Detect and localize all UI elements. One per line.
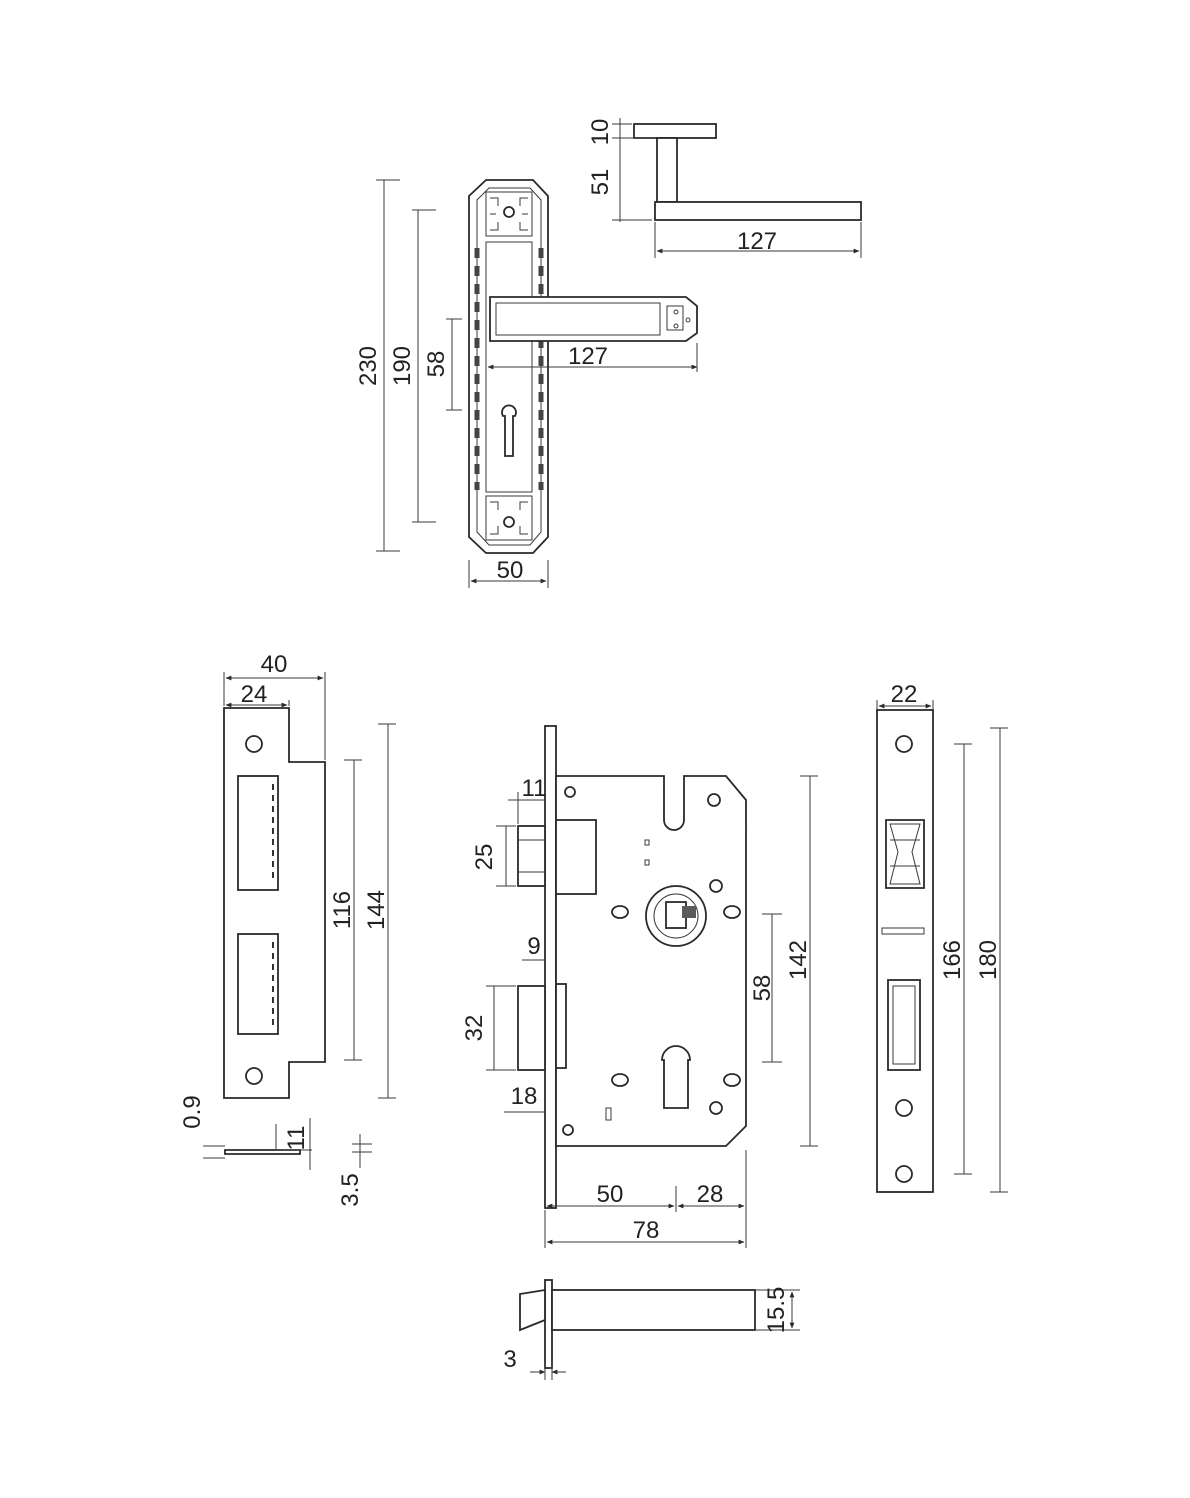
dim-strike-height: 144 bbox=[363, 890, 390, 930]
strike-plate bbox=[203, 672, 396, 1170]
dim-strike-inner: 24 bbox=[241, 681, 268, 708]
dim-latch-proj: 11 bbox=[522, 775, 547, 802]
dim-strike-offset: 3.5 bbox=[337, 1173, 364, 1206]
ornament-bottom bbox=[485, 495, 533, 541]
dim-centre-distance: 58 bbox=[749, 975, 776, 1002]
dim-faceplate-height: 180 bbox=[975, 940, 1002, 980]
dim-strike-thickness: 0.9 bbox=[179, 1095, 206, 1128]
dim-case-depth: 78 bbox=[633, 1217, 660, 1244]
dim-faceplate-width: 22 bbox=[891, 681, 918, 708]
lock-case bbox=[486, 725, 818, 1248]
dim-faceplate-side-h: 15.5 bbox=[763, 1287, 790, 1334]
dim-strike-lip: 11 bbox=[283, 1126, 310, 1151]
dim-handle-thickness: 10 bbox=[587, 119, 614, 146]
dim-latch-h: 25 bbox=[471, 844, 498, 871]
ornament-top bbox=[485, 191, 533, 237]
faceplate bbox=[876, 700, 1008, 1193]
faceplate-side-profile bbox=[519, 1279, 800, 1380]
dim-plate-height: 230 bbox=[355, 346, 382, 386]
dim-strike-height-inner: 116 bbox=[329, 891, 356, 929]
dim-backset: 50 bbox=[597, 1181, 624, 1208]
dim-handle-length-side: 127 bbox=[737, 228, 777, 255]
dim-case-height: 142 bbox=[785, 940, 812, 980]
dim-plate-width: 50 bbox=[497, 557, 524, 584]
handle-front-view bbox=[376, 179, 698, 588]
dim-screw-spacing: 190 bbox=[389, 346, 416, 386]
dim-handle-projection: 51 bbox=[587, 169, 614, 196]
dim-faceplate-screw: 166 bbox=[939, 940, 966, 980]
dim-bolt-depth: 18 bbox=[511, 1083, 538, 1110]
dim-handle-length-front: 127 bbox=[568, 343, 608, 370]
handle-side-view bbox=[612, 118, 862, 258]
dim-strike-width: 40 bbox=[261, 651, 288, 678]
dim-case-rear: 28 bbox=[697, 1181, 724, 1208]
dim-bolt-proj: 9 bbox=[527, 933, 540, 960]
dim-handle-to-key: 58 bbox=[423, 351, 450, 378]
dim-bolt-h: 32 bbox=[461, 1015, 488, 1042]
dim-faceplate-thick: 3 bbox=[503, 1346, 516, 1373]
